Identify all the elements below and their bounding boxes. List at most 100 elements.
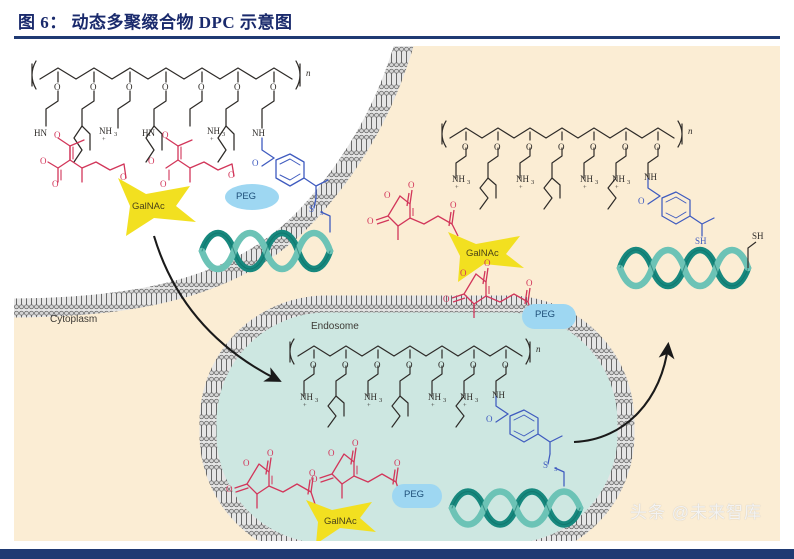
escape-arrow: [573, 341, 675, 444]
ammonium-label: NH: [207, 126, 220, 136]
oxygen-label: O: [406, 360, 413, 370]
carbonyl-oxygen: O: [352, 438, 359, 448]
sulfur-label: S: [320, 210, 324, 217]
ammonium-label: NH: [452, 174, 465, 184]
ammonium-label: NH: [460, 392, 473, 402]
thiol-label: SH: [752, 231, 764, 241]
uptake-arrow: [152, 235, 282, 382]
carbonyl-oxygen: O: [267, 448, 274, 458]
header-divider: [14, 36, 780, 39]
structure-dpc-endosome: [234, 338, 584, 541]
ammonium-charge: +: [519, 184, 523, 191]
ammonium-sub: 3: [467, 179, 471, 186]
ammonium-charge: +: [463, 402, 467, 409]
carbonyl-oxygen: O: [638, 196, 645, 206]
ring-oxygen: O: [384, 190, 391, 200]
repeat-index-n-2: n: [688, 126, 693, 136]
figure-canvas: Cytoplasm Endosome n O O O O O O O HN HN…: [14, 46, 780, 541]
oxygen-label: O: [622, 142, 629, 152]
ammonium-charge: +: [367, 402, 371, 409]
ammonium-sub: 3: [222, 131, 226, 138]
ammonium-charge: +: [615, 184, 619, 191]
oxygen-label: O: [502, 360, 509, 370]
amide-nh-label: NH: [252, 128, 265, 138]
ammonium-label: NH: [612, 174, 625, 184]
amide-nh-label: NH: [492, 390, 505, 400]
oxygen-label: O: [558, 142, 565, 152]
oxygen-label: O: [342, 360, 349, 370]
ammonium-label: NH: [580, 174, 593, 184]
carbonyl-oxygen: O: [52, 179, 59, 189]
sirna-helix-endosome: [448, 488, 584, 528]
ammonium-sub: 3: [627, 179, 631, 186]
ammonium-label: NH: [428, 392, 441, 402]
ammonium-label: NH: [364, 392, 377, 402]
carbonyl-oxygen: O: [486, 414, 493, 424]
oxygen-label: O: [234, 82, 241, 92]
oxygen-label: O: [126, 82, 133, 92]
ammonium-charge: +: [583, 184, 587, 191]
amide-hn-label: HN: [142, 128, 155, 138]
ring-oxygen: O: [243, 458, 250, 468]
diagram-svg: [14, 46, 780, 541]
ammonium-label: NH: [300, 392, 313, 402]
oxygen-label: O: [590, 142, 597, 152]
carbonyl-oxygen: O: [408, 180, 415, 190]
structure-anhydride-galnac-cytoplasm: [375, 189, 459, 240]
carbonyl-oxygen: O: [309, 468, 316, 478]
carbonyl-oxygen: O: [450, 200, 457, 210]
footer-bar: [0, 549, 794, 559]
ammonium-charge: +: [303, 402, 307, 409]
peg-tag-endosome: [392, 484, 442, 508]
ammonium-sub: 3: [379, 397, 383, 404]
oxygen-label: O: [462, 142, 469, 152]
oxygen-label: O: [470, 360, 477, 370]
structure-dpc-intact: [31, 60, 334, 273]
carbonyl-oxygen: O: [394, 458, 401, 468]
carbonyl-oxygen: O: [484, 258, 491, 268]
repeat-index-n-3: n: [536, 344, 541, 354]
carbonyl-oxygen: O: [120, 172, 127, 182]
carbonyl-oxygen: O: [226, 484, 233, 494]
figure-header: 图 6： 动态多聚缀合物 DPC 示意图: [0, 0, 794, 42]
oxide-anion: O: [40, 156, 47, 166]
carbonyl-oxygen: O: [162, 130, 169, 140]
ammonium-label: NH: [99, 126, 112, 136]
thiol-label: SH: [695, 236, 707, 246]
carbonyl-oxygen: O: [311, 474, 318, 484]
carbonyl-oxygen: O: [160, 179, 167, 189]
oxygen-label: O: [374, 360, 381, 370]
oxygen-label: O: [438, 360, 445, 370]
ring-oxygen: O: [460, 268, 467, 278]
ammonium-charge: +: [102, 136, 106, 143]
galnac-tag-cytoplasm: [448, 232, 524, 282]
repeat-index-n-1: n: [306, 68, 311, 78]
ammonium-sub: 3: [443, 397, 447, 404]
ring-oxygen: O: [328, 448, 335, 458]
carbonyl-oxygen: O: [54, 130, 61, 140]
oxide-anion: O: [148, 156, 155, 166]
oxygen-label: O: [654, 142, 661, 152]
ammonium-sub: 3: [475, 397, 479, 404]
ammonium-charge: +: [210, 136, 214, 143]
oxygen-label: O: [310, 360, 317, 370]
sulfur-label: S: [543, 460, 549, 470]
oxygen-label: O: [90, 82, 97, 92]
ammonium-charge: +: [455, 184, 459, 191]
oxygen-label: O: [494, 142, 501, 152]
oxygen-label: O: [54, 82, 61, 92]
ammonium-sub: 3: [531, 179, 535, 186]
sulfur-label: S: [554, 466, 558, 473]
plasma-membrane: [14, 46, 414, 318]
structure-polymer-free: [441, 120, 715, 237]
oxygen-label: O: [526, 142, 533, 152]
carbonyl-oxygen: O: [252, 158, 259, 168]
ammonium-sub: 3: [315, 397, 319, 404]
galnac-tag-endosome: [306, 500, 376, 541]
carbonyl-oxygen: O: [228, 170, 235, 180]
page-title: 图 6： 动态多聚缀合物 DPC 示意图: [18, 13, 293, 32]
carbonyl-oxygen: O: [367, 216, 374, 226]
oxygen-label: O: [270, 82, 277, 92]
ammonium-charge: +: [431, 402, 435, 409]
